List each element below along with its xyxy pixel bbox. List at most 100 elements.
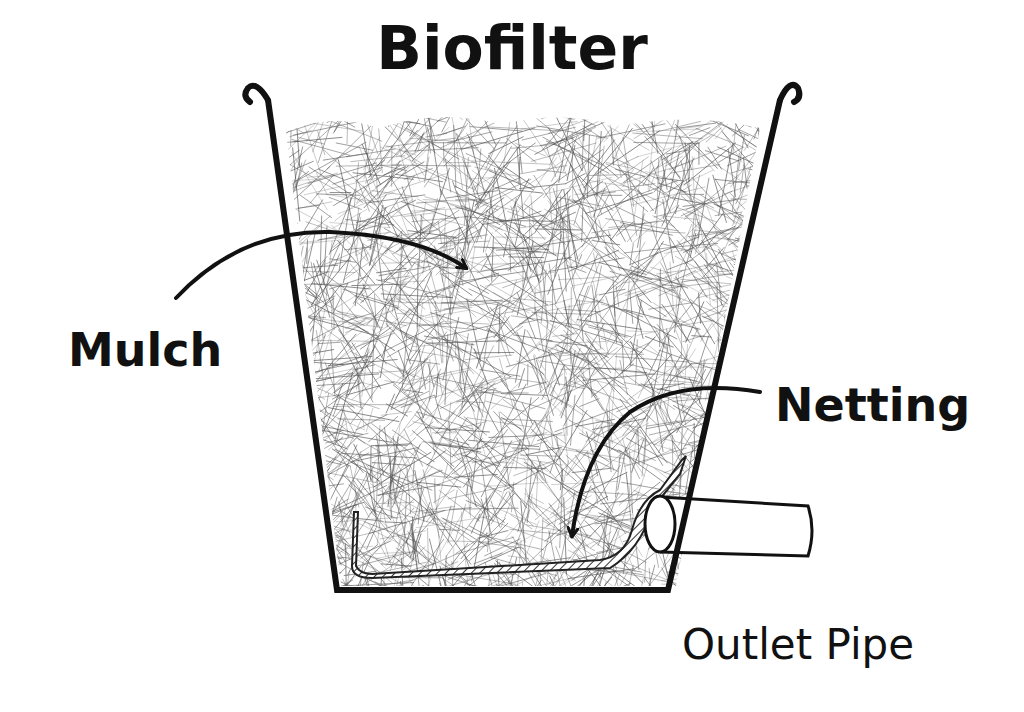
mulch-strand bbox=[276, 421, 300, 461]
mulch-strand bbox=[626, 118, 663, 150]
mulch-strand bbox=[476, 390, 545, 409]
mulch-strand bbox=[637, 207, 644, 282]
mulch-strand bbox=[754, 356, 820, 384]
mulch-strand bbox=[220, 141, 270, 202]
mulch-strand bbox=[440, 117, 506, 148]
mulch-strand bbox=[300, 542, 356, 580]
mulch-strand bbox=[630, 243, 633, 265]
mulch-strand bbox=[282, 458, 292, 501]
mulch-strand bbox=[514, 300, 557, 318]
mulch-strand bbox=[749, 244, 770, 255]
mulch-strand bbox=[704, 577, 706, 609]
mulch-strand bbox=[650, 400, 675, 442]
mulch-strand bbox=[748, 555, 801, 577]
mulch-strand bbox=[283, 552, 351, 558]
mulch-strand bbox=[275, 361, 307, 408]
mulch-strand bbox=[644, 577, 682, 631]
mulch-strand bbox=[444, 577, 468, 631]
mulch-strand bbox=[255, 498, 304, 500]
mulch-strand bbox=[417, 261, 419, 329]
mulch-strand bbox=[729, 180, 755, 183]
mulch-strand bbox=[308, 362, 344, 365]
mulch-strand bbox=[300, 424, 306, 446]
mulch-strand bbox=[499, 306, 500, 353]
mulch-strand bbox=[295, 580, 353, 619]
mulch-strand bbox=[416, 201, 446, 203]
mulch-strand bbox=[682, 573, 697, 591]
mulch-strand bbox=[741, 273, 771, 334]
mulch-strand bbox=[297, 585, 309, 647]
mulch-strand bbox=[651, 109, 653, 141]
mulch-strand bbox=[431, 142, 507, 143]
mulch-strand bbox=[280, 369, 323, 395]
mulch-strand bbox=[722, 457, 765, 458]
mulch-strand bbox=[693, 175, 700, 200]
mulch-strand bbox=[275, 252, 284, 288]
mulch-strand bbox=[615, 357, 689, 362]
mulch-strand bbox=[250, 184, 294, 206]
mulch-strand bbox=[743, 264, 769, 332]
mulch-strand bbox=[713, 226, 739, 247]
mulch-strand bbox=[456, 401, 484, 403]
mulch-strand bbox=[324, 119, 382, 142]
mulch-strand bbox=[276, 564, 282, 583]
mulch-strand bbox=[668, 576, 708, 624]
mulch-strand bbox=[356, 415, 388, 430]
mulch-strand bbox=[278, 384, 280, 452]
mulch-strand bbox=[492, 236, 494, 281]
mulch-strand bbox=[719, 446, 739, 461]
mulch-strand bbox=[284, 435, 315, 441]
mulch-strand bbox=[213, 452, 281, 486]
mulch-strand bbox=[333, 343, 356, 365]
mulch-strand bbox=[629, 364, 697, 381]
mulch-strand bbox=[738, 401, 771, 403]
mulch-strand bbox=[292, 570, 293, 612]
mulch-strand bbox=[753, 239, 760, 281]
mulch-strand bbox=[519, 368, 525, 387]
mulch-strand bbox=[524, 442, 529, 507]
mulch-strand bbox=[727, 415, 739, 474]
mulch-strand bbox=[684, 576, 718, 596]
mulch-strand bbox=[535, 112, 576, 118]
mulch-strand bbox=[768, 203, 815, 246]
mulch-strand bbox=[257, 449, 294, 499]
mulch-strand bbox=[531, 411, 549, 434]
mulch-strand bbox=[551, 164, 561, 182]
mulch-strand bbox=[282, 333, 297, 405]
mulch-strand bbox=[275, 494, 302, 512]
mulch-strand bbox=[364, 111, 375, 179]
mulch-strand bbox=[743, 372, 792, 375]
mulch-strand bbox=[561, 577, 612, 637]
mulch-strand bbox=[508, 232, 562, 271]
mulch-strand bbox=[487, 327, 545, 375]
mulch-strand bbox=[368, 465, 433, 490]
mulch-strand bbox=[479, 390, 494, 444]
mulch-strand bbox=[550, 475, 598, 515]
mulch-strand bbox=[681, 553, 686, 579]
mulch-strand bbox=[251, 244, 274, 271]
mulch-strand bbox=[270, 337, 272, 359]
mulch-strand bbox=[730, 554, 796, 575]
mulch-strand bbox=[685, 125, 721, 150]
mulch-strand bbox=[247, 304, 299, 305]
mulch-strand bbox=[299, 527, 311, 547]
mulch-strand bbox=[566, 455, 588, 474]
mulch-strand bbox=[353, 286, 365, 304]
mulch-strand bbox=[354, 200, 415, 231]
mulch-strand bbox=[697, 591, 732, 593]
mulch-strand bbox=[741, 400, 745, 437]
mulch-strand bbox=[509, 378, 544, 383]
mulch-strand bbox=[406, 302, 472, 304]
mulch-strand bbox=[285, 581, 289, 622]
mulch-strand bbox=[630, 300, 641, 366]
mulch-strand bbox=[502, 325, 557, 380]
mulch-strand bbox=[206, 455, 274, 497]
mulch-strand bbox=[303, 120, 322, 176]
mulch-strand bbox=[397, 499, 414, 515]
mulch-strand bbox=[716, 332, 757, 342]
mulch-strand bbox=[726, 276, 758, 289]
mulch-strand bbox=[259, 574, 319, 583]
mulch-strand bbox=[582, 128, 583, 171]
mulch-strand bbox=[620, 337, 655, 374]
